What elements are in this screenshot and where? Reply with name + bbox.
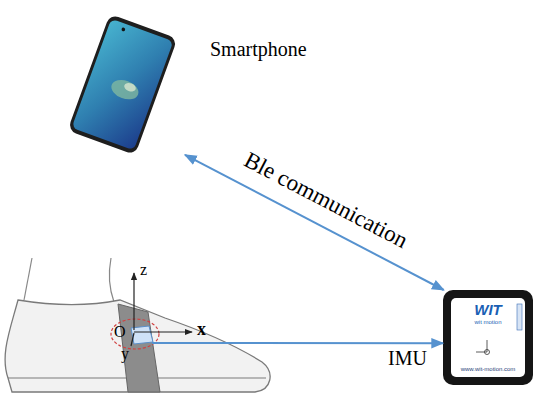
axis-label: y: [121, 346, 129, 362]
node-label: IMU: [388, 348, 427, 368]
shoe-strap: [118, 304, 160, 392]
leg-line: [24, 258, 32, 300]
node-label: O: [114, 324, 126, 340]
sensor-node: O: [130, 326, 152, 346]
leg-line: [109, 258, 114, 302]
axis-label: x: [197, 320, 206, 338]
z-axis: [133, 273, 134, 330]
arrow-connector: [185, 155, 444, 290]
node-label: Smartphone: [210, 39, 307, 59]
node-label: www.wit-motion.com: [451, 366, 525, 372]
arrow-connector: [152, 342, 443, 344]
node-label: WIT: [451, 302, 525, 317]
edge-label: Ble communication: [241, 148, 412, 252]
smartphone-node: Smartphone: [60, 12, 185, 157]
axis-label: z: [140, 262, 147, 278]
shoe-outline: [5, 300, 270, 392]
x-axis: [134, 331, 192, 332]
node-label: wit motion: [451, 319, 525, 325]
smartphone-picture: [67, 14, 177, 155]
y-axis: [131, 333, 134, 346]
sensor-highlight: [111, 319, 159, 349]
imu-picture: [443, 290, 533, 385]
imu-node: IMUWITwit motionwww.wit-motion.com: [443, 290, 533, 385]
